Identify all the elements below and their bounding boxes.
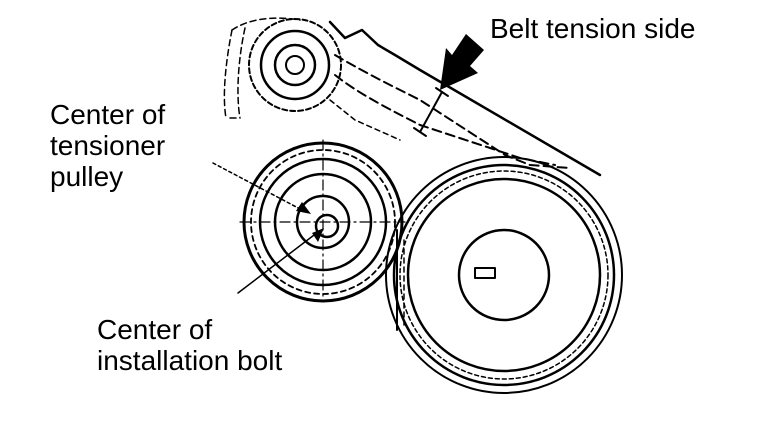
- bolt-center-line-1: Center of: [97, 314, 213, 345]
- belt-tension-side-label: Belt tension side: [490, 13, 695, 44]
- bolt-leader-arrowhead: [312, 228, 324, 242]
- bolt-center-label: Center of installation bolt: [97, 314, 282, 376]
- tensioner-leader-arrowhead: [296, 202, 311, 214]
- belt-tension-arrow: [440, 34, 484, 90]
- leader-lines: [212, 162, 319, 294]
- tensioner-center-line-2: tensioner: [50, 130, 166, 161]
- tensioner-center-label: Center of tensioner pulley: [50, 99, 165, 192]
- bolt-center-line-2: installation bolt: [97, 345, 283, 376]
- tensioner-center-line-1: Center of: [50, 99, 166, 130]
- belt-tension-side-text: Belt tension side: [490, 13, 696, 44]
- camshaft-sprocket: [248, 18, 342, 112]
- housing-outline: [223, 17, 301, 119]
- tensioner-center-line-3: pulley: [50, 161, 124, 192]
- crankshaft-pulley: [385, 156, 623, 394]
- tensioner-pulley: [239, 139, 406, 303]
- tension-bracket: [413, 87, 449, 137]
- timing-belt: [328, 20, 602, 331]
